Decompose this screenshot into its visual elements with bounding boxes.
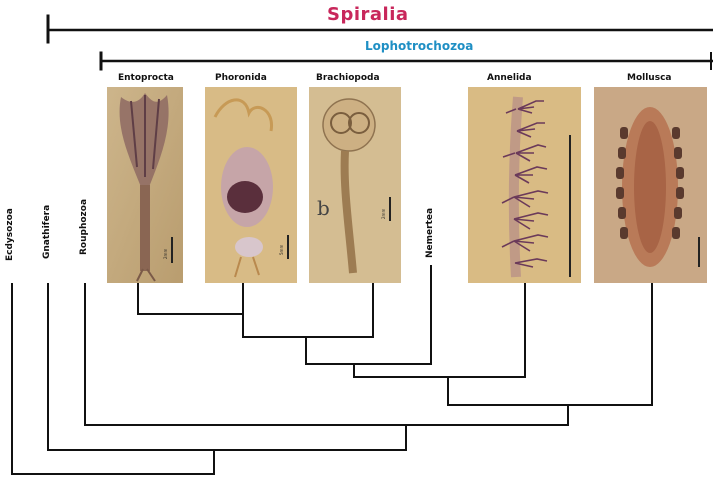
taxon-label-mollusca: Mollusca: [627, 73, 671, 83]
taxon-label-nemertea: Nemertea: [425, 208, 435, 258]
entoprocta-scale-label: 2mm: [163, 249, 168, 259]
taxon-label-rouphozoa: Rouphozoa: [79, 199, 89, 255]
svg-text:b: b: [317, 196, 330, 220]
phoronida-fossil-image: 5mm: [205, 87, 297, 283]
taxon-label-phoronida: Phoronida: [215, 73, 267, 83]
brachiopoda-scale-label: 2mm: [381, 209, 386, 219]
branch-rouphozoa: [85, 283, 568, 425]
cladogram-branches: [12, 265, 652, 474]
taxon-label-gnathifera: Gnathifera: [42, 205, 52, 259]
branch-entoprocta-phoronida: [138, 283, 243, 314]
branch-mollusca: [448, 283, 652, 405]
taxon-label-brachiopoda: Brachiopoda: [316, 73, 380, 83]
branch-annelida: [354, 283, 525, 377]
branch-brachiopoda: [243, 283, 373, 337]
brachiopoda-fossil-image: b 2mm: [309, 87, 401, 283]
taxon-label-annelida: Annelida: [487, 73, 532, 83]
taxon-label-ecdysozoa: Ecdysozoa: [5, 208, 15, 261]
branch-ecdysozoa: [12, 283, 214, 474]
mollusca-fossil-image: [594, 87, 707, 283]
annelida-fossil-image: [468, 87, 581, 283]
taxon-label-entoprocta: Entoprocta: [118, 73, 174, 83]
entoprocta-fossil-image: 2mm: [107, 87, 183, 283]
phoronida-scale-label: 5mm: [279, 245, 284, 255]
